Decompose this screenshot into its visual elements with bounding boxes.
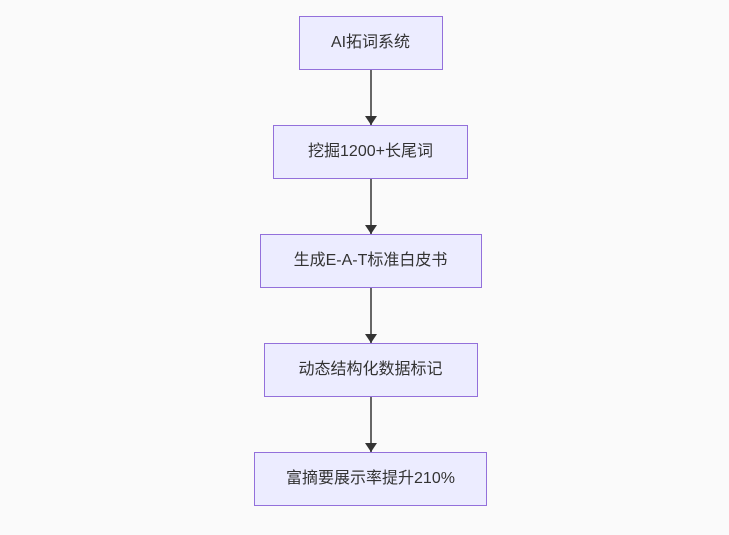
arrow-line <box>369 70 372 125</box>
flow-node-label: 生成E-A-T标准白皮书 <box>293 252 448 269</box>
flow-node-eat-whitepaper: 生成E-A-T标准白皮书 <box>259 234 482 288</box>
arrow-down-icon <box>364 443 377 452</box>
flow-node-label: 富摘要展示率提升210% <box>286 470 455 487</box>
flow-arrow-3 <box>364 288 378 343</box>
arrow-down-icon <box>364 334 377 343</box>
flow-node-ai-keyword-system: AI拓词系统 <box>298 16 443 70</box>
flow-node-label: 挖掘1200+长尾词 <box>308 143 433 160</box>
flow-arrow-4 <box>364 397 378 452</box>
flow-node-structured-data-markup: 动态结构化数据标记 <box>263 343 478 397</box>
flow-arrow-2 <box>364 179 378 234</box>
arrow-down-icon <box>364 225 377 234</box>
arrow-line <box>369 179 372 234</box>
arrow-line <box>369 397 372 452</box>
flow-arrow-1 <box>364 70 378 125</box>
flow-node-rich-snippet-result: 富摘要展示率提升210% <box>254 452 487 506</box>
arrow-line <box>369 288 372 343</box>
flow-node-label: AI拓词系统 <box>330 34 411 51</box>
arrow-down-icon <box>364 116 377 125</box>
flow-node-label: 动态结构化数据标记 <box>298 361 443 378</box>
flow-node-longtail-mining: 挖掘1200+长尾词 <box>273 125 468 179</box>
flowchart: AI拓词系统 挖掘1200+长尾词 生成E-A-T标准白皮书 动态结构化数据标记 <box>12 16 729 506</box>
